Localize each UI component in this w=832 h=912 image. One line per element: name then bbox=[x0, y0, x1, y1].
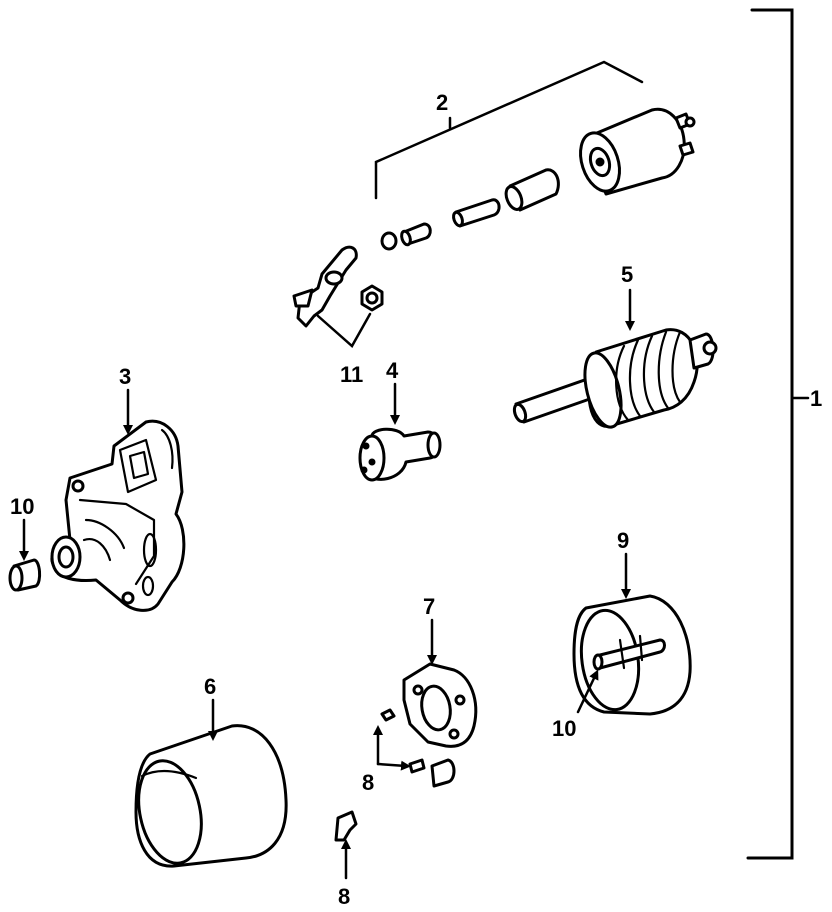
assembly-bracket bbox=[746, 8, 810, 860]
callout-7: 7 bbox=[423, 594, 435, 619]
drive-end-housing bbox=[50, 419, 186, 612]
callout-11: 11 bbox=[340, 362, 363, 387]
leader-11 bbox=[316, 312, 372, 348]
callout-8-lower: 8 bbox=[338, 884, 350, 909]
callout-10-left: 10 bbox=[10, 494, 34, 519]
leader-8-side bbox=[376, 760, 411, 771]
leader-10-right bbox=[576, 669, 599, 714]
callout-9: 9 bbox=[617, 528, 629, 553]
screw-lower bbox=[408, 758, 426, 774]
callout-10-right: 10 bbox=[552, 716, 576, 741]
yoke-housing bbox=[134, 724, 288, 868]
callout-4: 4 bbox=[386, 358, 399, 383]
lever-nut bbox=[360, 284, 384, 312]
solenoid-kit-bracket bbox=[374, 60, 644, 200]
bushing-left bbox=[8, 558, 42, 592]
solenoid-plunger bbox=[504, 168, 560, 212]
callout-6: 6 bbox=[204, 674, 216, 699]
screw-upper bbox=[380, 708, 396, 722]
armature bbox=[512, 328, 718, 429]
callout-1: 1 bbox=[810, 386, 822, 411]
brush-holder bbox=[402, 662, 478, 788]
commutator-end-cover bbox=[572, 594, 692, 716]
drive-pinion bbox=[358, 427, 442, 482]
solenoid-body bbox=[579, 107, 696, 196]
brush-clip bbox=[334, 810, 358, 842]
callout-2: 2 bbox=[436, 90, 448, 115]
callout-3: 3 bbox=[119, 364, 131, 389]
plunger-bushing bbox=[380, 222, 432, 251]
shift-lever bbox=[292, 245, 358, 328]
callout-8-upper: 8 bbox=[362, 770, 374, 795]
plunger-spring bbox=[452, 198, 501, 228]
callout-5: 5 bbox=[621, 262, 633, 287]
